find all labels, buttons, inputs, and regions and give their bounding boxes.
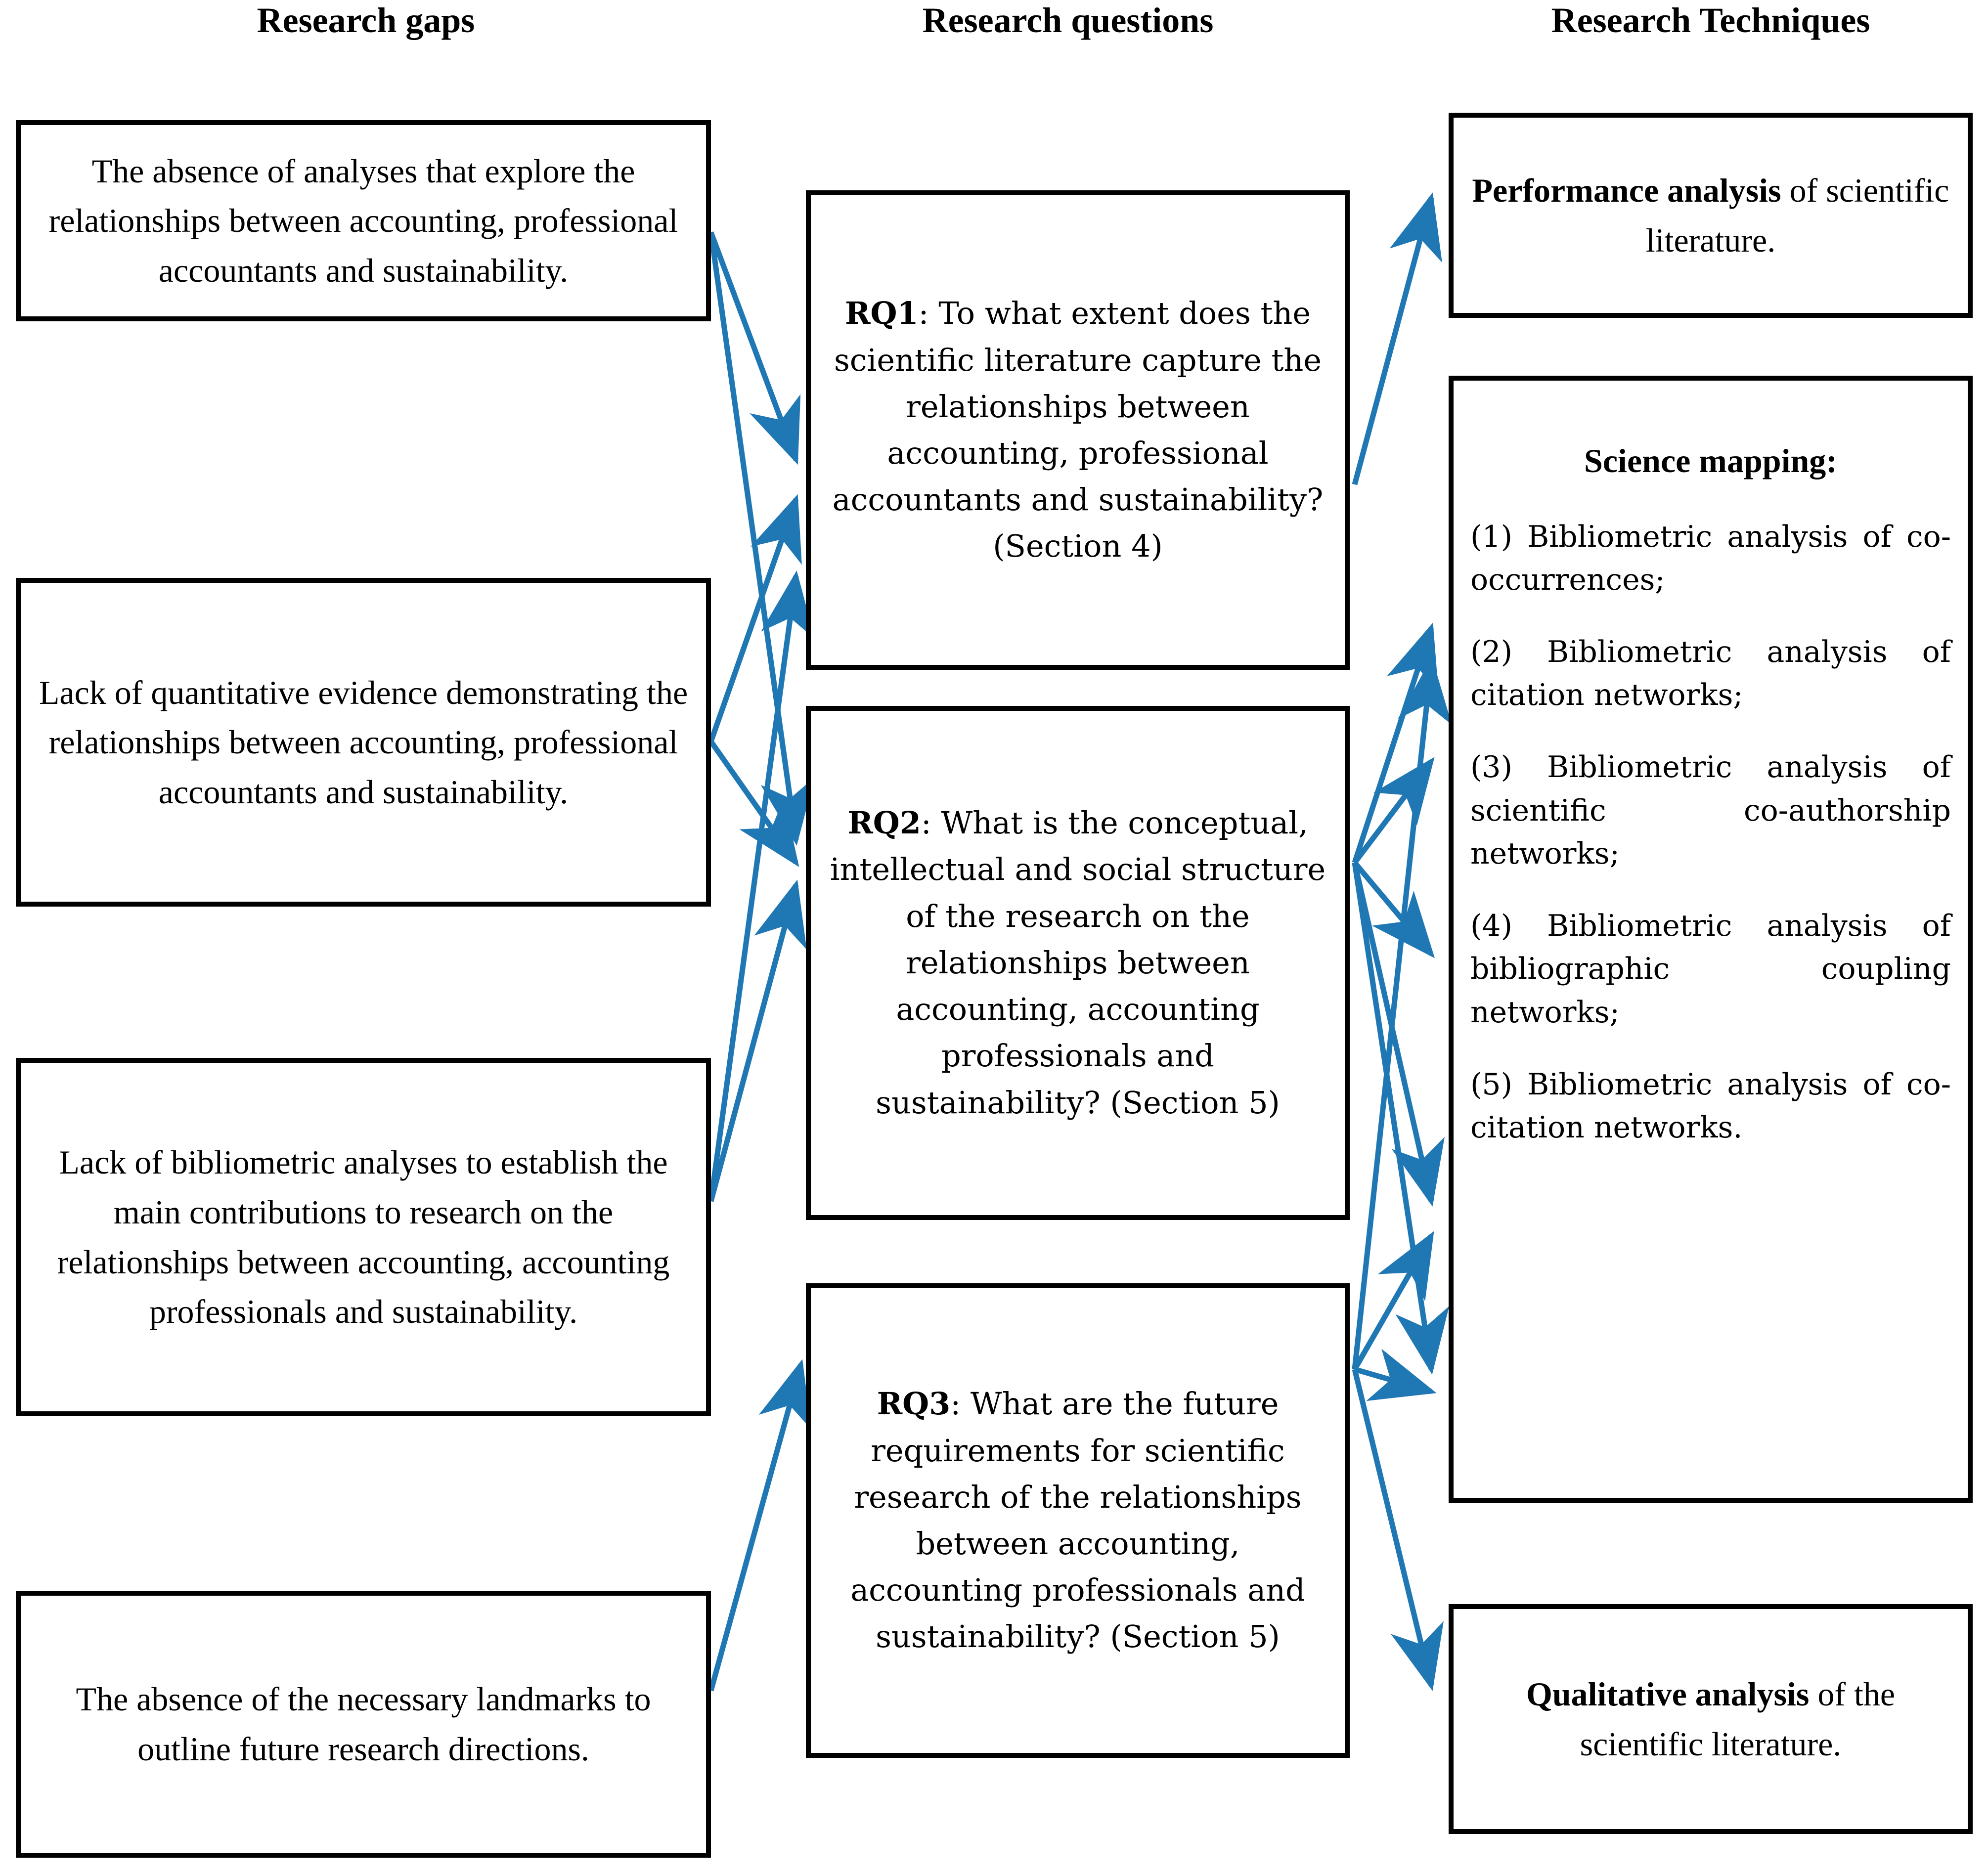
question-box-rq3[interactable]: RQ3: What are the future requirements fo… — [806, 1283, 1350, 1758]
technique-qualitative-text: Qualitative analysis of the scientific l… — [1454, 1669, 1968, 1769]
edge-gap2-rq1 — [708, 494, 802, 742]
rq1-separator: : — [918, 295, 939, 332]
question-box-rq1-text: RQ1: To what extent does the scientific … — [811, 290, 1345, 569]
qualitative-analysis-label: Qualitative analysis — [1526, 1675, 1810, 1713]
edge-rq2-sm5 — [1352, 862, 1450, 1375]
rq3-separator: : — [950, 1386, 971, 1422]
edge-rq3-qualitative — [1352, 1368, 1444, 1691]
science-mapping-body: Science mapping: (1) Bibliometric analys… — [1454, 381, 1968, 1150]
edge-gap2-rq2 — [708, 740, 799, 868]
gap-box-4[interactable]: The absence of the necessary landmarks t… — [16, 1591, 711, 1858]
column-header-research-gaps: Research gaps — [257, 0, 475, 40]
science-mapping-item-4: (4) Bibliometric analysis of bibliograph… — [1470, 908, 1951, 1030]
gap-box-3[interactable]: Lack of bibliometric analyses to establi… — [16, 1058, 711, 1416]
technique-box-qualitative-analysis[interactable]: Qualitative analysis of the scientific l… — [1449, 1604, 1973, 1834]
science-mapping-item-3: (3) Bibliometric analysis of scientific … — [1470, 750, 1951, 872]
question-box-rq1[interactable]: RQ1: To what extent does the scientific … — [806, 190, 1350, 670]
rq1-body: To what extent does the scientific liter… — [832, 295, 1324, 565]
rq3-body: What are the future requirements for sci… — [850, 1386, 1305, 1655]
science-mapping-item-5: (5) Bibliometric analysis of co-citation… — [1470, 1067, 1951, 1145]
question-box-rq3-text: RQ3: What are the future requirements fo… — [811, 1381, 1345, 1660]
qualitative-analysis-rest: of the scientific literature. — [1580, 1675, 1896, 1763]
technique-box-performance-analysis[interactable]: Performance analysis of scientific liter… — [1449, 113, 1973, 318]
technique-box-science-mapping[interactable]: Science mapping: (1) Bibliometric analys… — [1449, 376, 1973, 1503]
edge-gap3-rq2 — [708, 879, 807, 1202]
gap-box-2[interactable]: Lack of quantitative evidence demonstrat… — [16, 578, 711, 907]
edge-gap1-rq2 — [708, 232, 815, 846]
column-header-research-questions: Research questions — [922, 0, 1214, 40]
performance-analysis-label: Performance analysis — [1472, 171, 1781, 209]
edge-gap1-rq1 — [708, 231, 801, 465]
edge-rq2-sm4 — [1352, 862, 1445, 1207]
gap-box-3-text: Lack of bibliometric analyses to establi… — [57, 1143, 670, 1331]
edge-rq3-sm4 — [1352, 1231, 1434, 1371]
edge-gap4-rq3 — [708, 1359, 811, 1692]
edge-rq2-sm3 — [1352, 861, 1435, 959]
column-header-research-techniques: Research Techniques — [1551, 0, 1870, 40]
gap-box-4-text: The absence of the necessary landmarks t… — [76, 1680, 651, 1768]
science-mapping-item-1: (1) Bibliometric analysis of co-occurren… — [1470, 519, 1951, 598]
edge-rq2-sm2 — [1352, 757, 1435, 865]
gap-box-1-text: The absence of analyses that explore the… — [48, 152, 678, 289]
edge-rq3-sm1 — [1352, 657, 1452, 1370]
rq1-label: RQ1 — [844, 295, 919, 332]
edge-gap3-rq1 — [708, 570, 815, 1202]
edge-rq3-sm5 — [1354, 1349, 1437, 1401]
gap-box-2-text: Lack of quantitative evidence demonstrat… — [39, 673, 688, 811]
edge-rq2-sm1 — [1352, 622, 1439, 864]
question-box-rq2-text: RQ2: What is the conceptual, intellectua… — [811, 800, 1345, 1126]
question-box-rq2[interactable]: RQ2: What is the conceptual, intellectua… — [806, 706, 1350, 1220]
edge-rq1-performance — [1352, 192, 1442, 485]
performance-analysis-rest: of scientific literature. — [1645, 171, 1949, 259]
rq3-label: RQ3 — [877, 1386, 951, 1422]
gap-box-1[interactable]: The absence of analyses that explore the… — [16, 120, 711, 321]
rq2-label: RQ2 — [847, 805, 921, 841]
technique-performance-text: Performance analysis of scientific liter… — [1454, 166, 1968, 265]
rq2-separator: : — [921, 805, 941, 841]
science-mapping-item-2: (2) Bibliometric analysis of citation ne… — [1470, 634, 1951, 713]
science-mapping-title: Science mapping: — [1584, 442, 1837, 479]
rq2-body: What is the conceptual, intellectual and… — [830, 805, 1326, 1121]
